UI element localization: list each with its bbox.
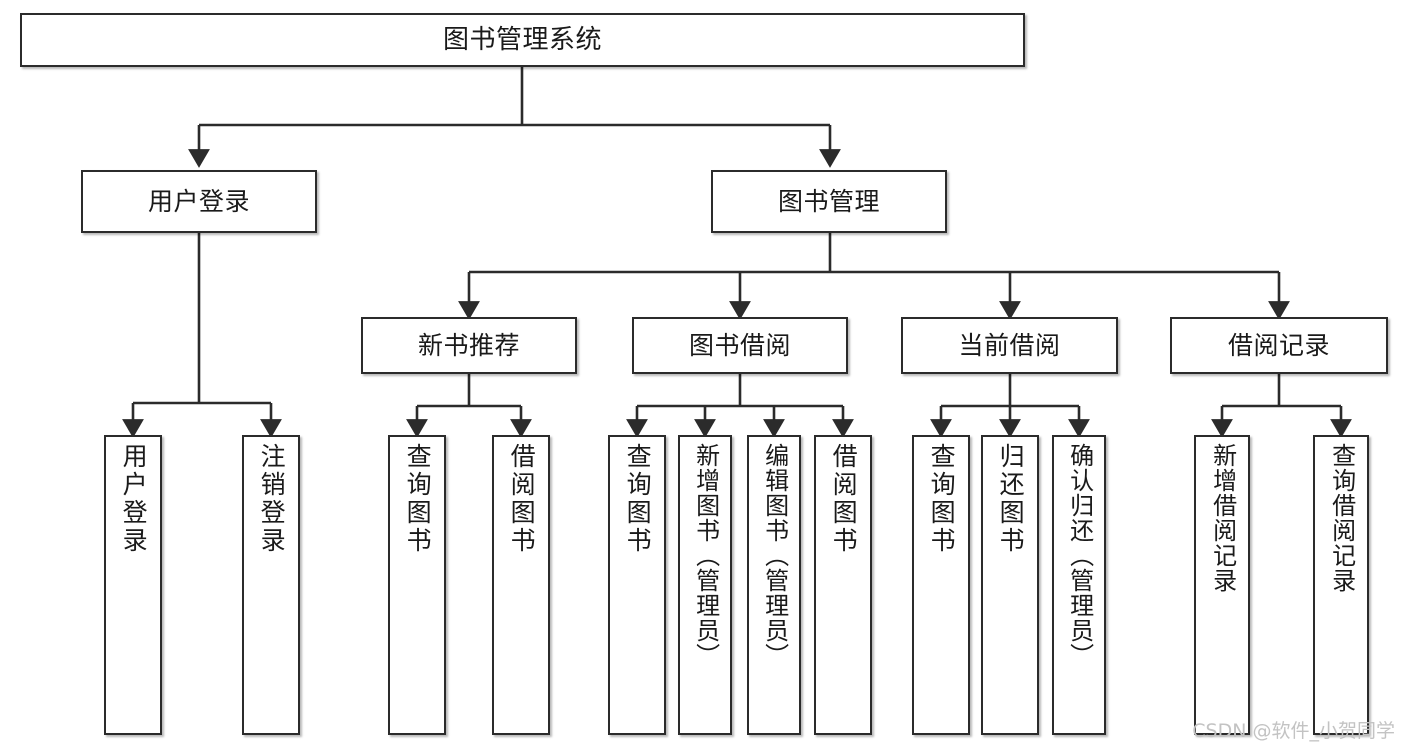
leaf-logout-login-label: 注销登录: [257, 443, 287, 555]
leaf-return-book[interactable]: 归还图书: [981, 435, 1039, 735]
leaf-borrow-book-2-label: 借阅图书: [829, 443, 859, 555]
leaf-query-borrow-record-label: 查询借阅记录: [1327, 443, 1356, 593]
leaf-confirm-return-admin-label: 确认归还（管理员）: [1065, 443, 1094, 668]
node-borrow-record-label: 借阅记录: [1227, 330, 1330, 360]
node-borrow-record[interactable]: 借阅记录: [1170, 317, 1388, 374]
leaf-query-book-2[interactable]: 查询图书: [608, 435, 666, 735]
csdn-watermark: CSDN @软件_小贺同学: [1192, 720, 1395, 742]
leaf-query-borrow-record[interactable]: 查询借阅记录: [1313, 435, 1369, 735]
leaf-query-book-3[interactable]: 查询图书: [912, 435, 970, 735]
leaf-logout-login[interactable]: 注销登录: [242, 435, 300, 735]
node-root-label: 图书管理系统: [442, 24, 602, 55]
leaf-user-login-label: 用户登录: [119, 443, 149, 555]
node-book-borrow-label: 图书借阅: [688, 330, 791, 360]
node-new-book-recommend[interactable]: 新书推荐: [361, 317, 577, 374]
leaf-add-borrow-record[interactable]: 新增借阅记录: [1194, 435, 1250, 735]
node-new-book-recommend-label: 新书推荐: [417, 330, 520, 360]
node-book-borrow[interactable]: 图书借阅: [632, 317, 848, 374]
node-current-borrow[interactable]: 当前借阅: [901, 317, 1118, 374]
node-book-manage[interactable]: 图书管理: [711, 170, 947, 233]
leaf-return-book-label: 归还图书: [996, 443, 1026, 555]
node-root-system[interactable]: 图书管理系统: [20, 13, 1025, 67]
leaf-user-login[interactable]: 用户登录: [104, 435, 162, 735]
leaf-query-book-1[interactable]: 查询图书: [388, 435, 446, 735]
leaf-edit-book-admin-label: 编辑图书（管理员）: [760, 443, 789, 668]
leaf-query-book-1-label: 查询图书: [403, 443, 433, 555]
node-book-manage-label: 图书管理: [777, 186, 880, 216]
leaf-borrow-book-1[interactable]: 借阅图书: [492, 435, 550, 735]
leaf-query-book-3-label: 查询图书: [927, 443, 957, 555]
node-user-login-label: 用户登录: [147, 186, 250, 216]
leaf-query-book-2-label: 查询图书: [623, 443, 653, 555]
leaf-borrow-book-2[interactable]: 借阅图书: [814, 435, 872, 735]
node-current-borrow-label: 当前借阅: [958, 330, 1061, 360]
leaf-add-borrow-record-label: 新增借阅记录: [1208, 443, 1237, 593]
leaf-add-book-admin[interactable]: 新增图书（管理员）: [678, 435, 732, 735]
leaf-edit-book-admin[interactable]: 编辑图书（管理员）: [747, 435, 801, 735]
leaf-confirm-return-admin[interactable]: 确认归还（管理员）: [1052, 435, 1106, 735]
leaf-borrow-book-1-label: 借阅图书: [507, 443, 537, 555]
node-user-login[interactable]: 用户登录: [81, 170, 317, 233]
leaf-add-book-admin-label: 新增图书（管理员）: [691, 443, 720, 668]
